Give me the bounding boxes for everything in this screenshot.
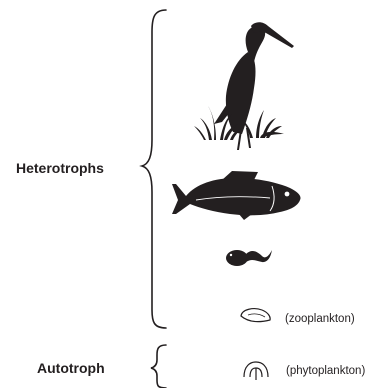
tadpole-icon bbox=[226, 250, 272, 266]
phytoplankton-label: (phytoplankton) bbox=[286, 365, 365, 377]
zooplankton-icon bbox=[241, 309, 270, 322]
heterotrophs-label: Heterotrophs bbox=[16, 160, 104, 176]
autotroph-brace bbox=[151, 345, 166, 388]
heron-icon bbox=[194, 22, 294, 150]
autotroph-label: Autotroph bbox=[37, 360, 105, 376]
phytoplankton-icon bbox=[244, 362, 268, 380]
zooplankton-label: (zooplankton) bbox=[285, 313, 355, 325]
heterotrophs-brace bbox=[142, 10, 166, 328]
fish-icon bbox=[172, 171, 301, 220]
